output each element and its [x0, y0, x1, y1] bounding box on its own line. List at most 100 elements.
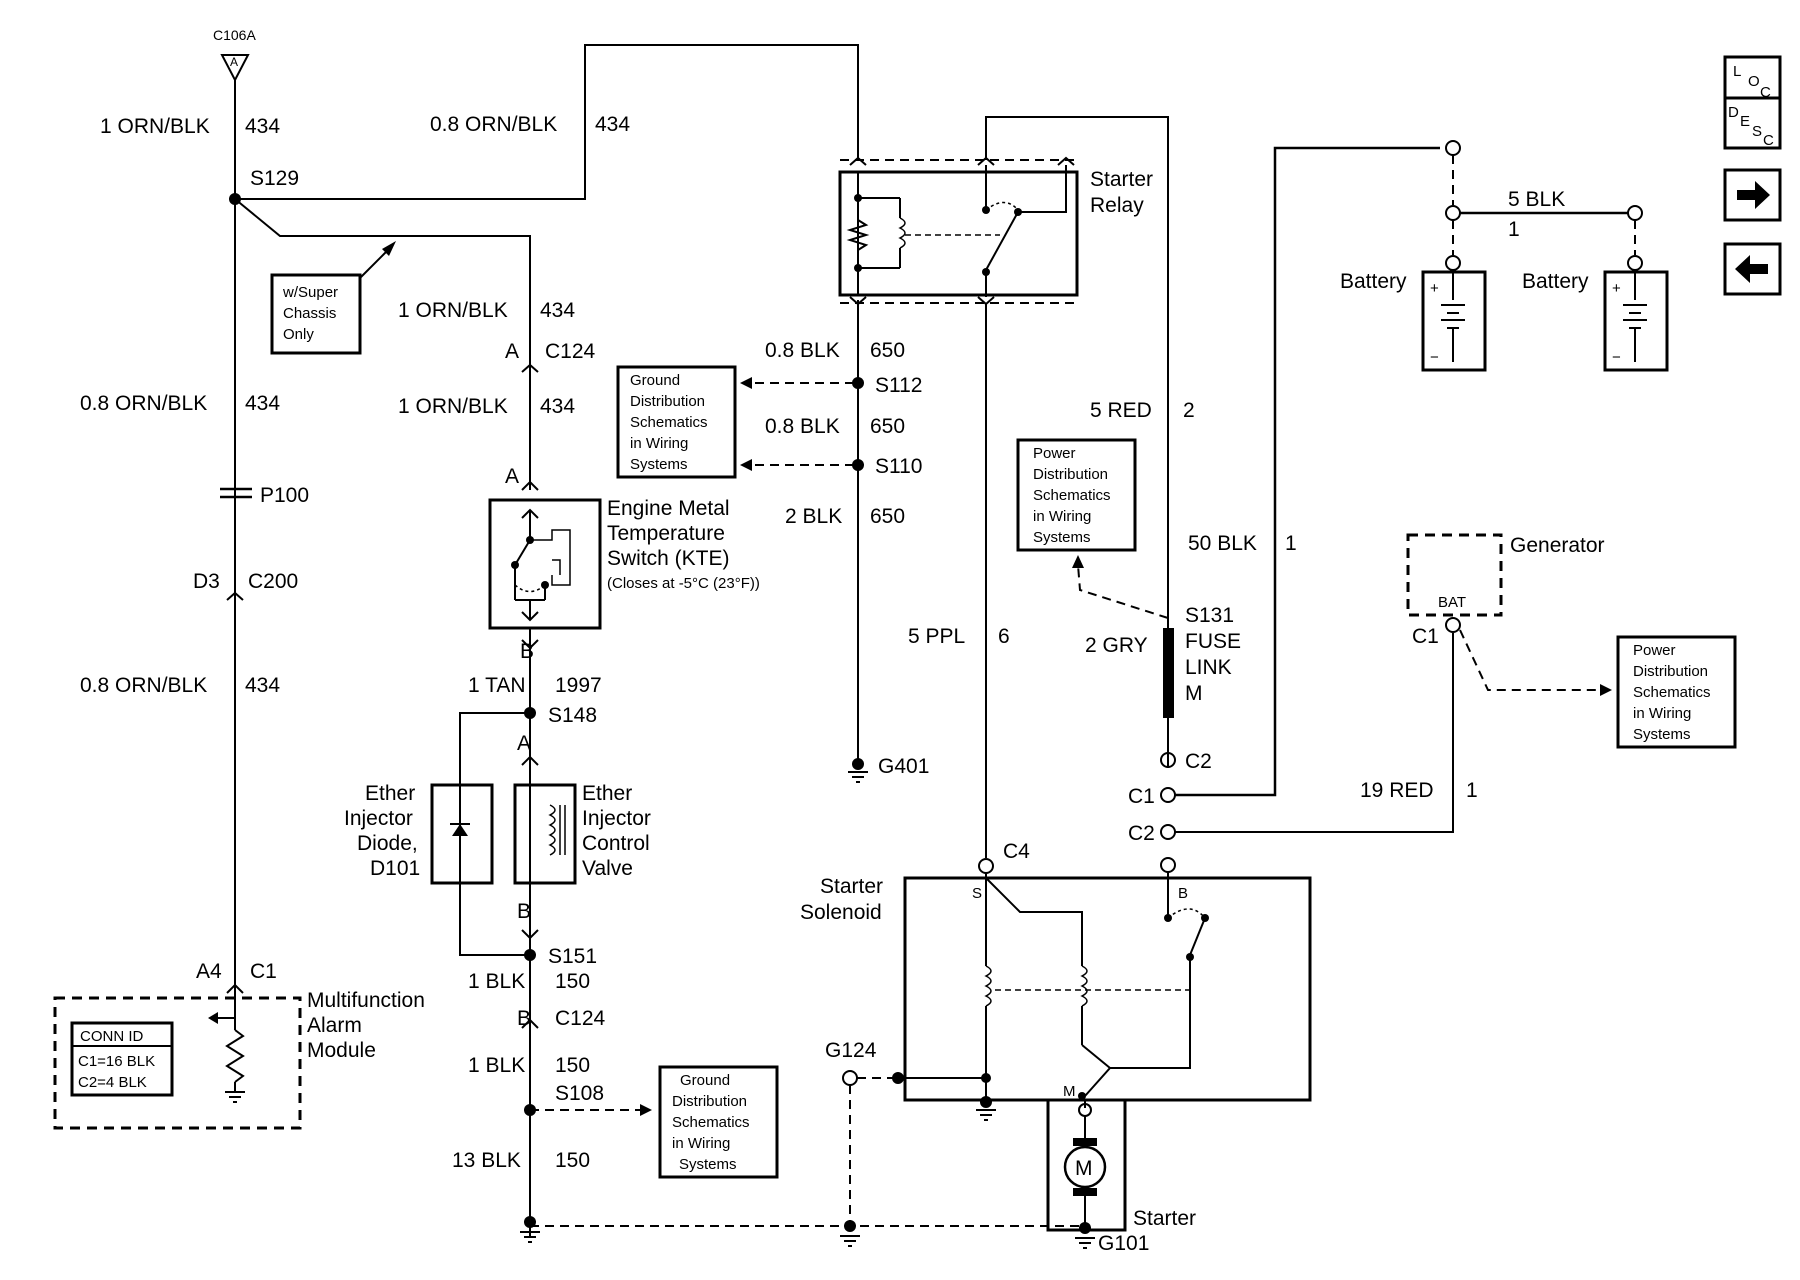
- c1-starter-label: C1: [1128, 785, 1155, 808]
- svg-text:in Wiring: in Wiring: [672, 1135, 730, 1152]
- arrow-icon: [1072, 555, 1084, 568]
- wire-gauge: 0.8 ORN/BLK: [80, 674, 207, 697]
- fuse-link-label: FUSE: [1185, 630, 1241, 653]
- wire-gauge: 5 BLK: [1508, 188, 1565, 211]
- conn-id-line: C1=16 BLK: [78, 1053, 155, 1070]
- connector-symbol: [521, 480, 539, 491]
- previous-page-button[interactable]: [1723, 242, 1782, 296]
- gen-bat-terminal: [1445, 617, 1461, 633]
- gen-c1-label: C1: [1412, 625, 1439, 648]
- s131-label: S131: [1185, 604, 1234, 627]
- c200-label: C200: [248, 570, 298, 593]
- note-line: Chassis: [283, 305, 336, 322]
- c106a-connector: C106A A: [213, 27, 256, 83]
- g401-label: G401: [878, 755, 929, 778]
- generator: BAT: [1406, 533, 1503, 617]
- wire-circuit: 434: [595, 113, 630, 136]
- wire-gauge: 1 BLK: [468, 970, 525, 993]
- svg-text:Ground: Ground: [630, 372, 680, 389]
- resistor-icon: [846, 219, 870, 251]
- battery-right: + −: [1603, 270, 1669, 372]
- wire-gauge: 2 GRY: [1085, 634, 1148, 657]
- c1-label: C1: [250, 960, 277, 983]
- wire-circuit: 2: [1183, 399, 1195, 422]
- svg-text:Distribution: Distribution: [1033, 466, 1108, 483]
- ether-valve-label: Valve: [582, 857, 633, 880]
- a4-label: A4: [196, 960, 222, 983]
- kte-label: Switch (KTE): [607, 547, 730, 570]
- wire-gauge: 1 ORN/BLK: [398, 395, 508, 418]
- c2-starter-label: C2: [1128, 822, 1155, 845]
- s151-splice: [524, 949, 536, 961]
- next-page-button[interactable]: [1723, 168, 1782, 222]
- super-chassis-note: w/Super Chassis Only: [270, 241, 396, 355]
- left-arrow-icon: [1735, 255, 1768, 283]
- svg-text:Power: Power: [1633, 642, 1676, 659]
- svg-text:Schematics: Schematics: [672, 1114, 750, 1131]
- ground-dist-ref-1[interactable]: Ground Distribution Schematics in Wiring…: [616, 365, 737, 479]
- wire-circuit: 650: [870, 339, 905, 362]
- wire-circuit: 650: [870, 505, 905, 528]
- kte-pin-a: A: [505, 340, 519, 363]
- s148-label: S148: [548, 704, 597, 727]
- generator-label: Generator: [1510, 534, 1605, 557]
- arrow-icon: [1600, 684, 1612, 696]
- svg-text:Systems: Systems: [1633, 726, 1691, 743]
- wire-circuit: 434: [245, 674, 280, 697]
- svg-text:Ground: Ground: [680, 1072, 730, 1089]
- c2-terminal: [1160, 752, 1176, 768]
- wire-circuit: 434: [540, 395, 575, 418]
- starter-relay: [838, 156, 1079, 306]
- svg-text:Systems: Systems: [630, 456, 688, 473]
- c2-top-label: C2: [1185, 750, 1212, 773]
- s110-label: S110: [875, 455, 923, 478]
- wire-gauge: 0.8 BLK: [765, 339, 840, 362]
- mam-label: Alarm: [307, 1014, 362, 1037]
- wire-circuit: 150: [555, 1054, 590, 1077]
- wire-gauge: 1 ORN/BLK: [100, 115, 210, 138]
- ether-valve-label: Ether: [582, 782, 632, 805]
- wire-gauge: 5 PPL: [908, 625, 965, 648]
- kte-note: (Closes at -5°C (23°F)): [607, 575, 760, 592]
- wire-gauge: 1 ORN/BLK: [398, 299, 508, 322]
- s112-label: S112: [875, 374, 923, 397]
- wire-circuit: 1: [1508, 218, 1520, 241]
- starter-solenoid-label: Starter: [820, 875, 883, 898]
- ether-diode-label: Ether: [365, 782, 415, 805]
- battery-plus-icon: +: [1430, 280, 1439, 297]
- svg-text:C: C: [1763, 132, 1774, 149]
- c106a-label: C106A: [213, 27, 256, 43]
- right-arrow-icon: [1737, 181, 1770, 209]
- c124-label: C124: [545, 340, 596, 363]
- wire-434-to-relay: [235, 44, 859, 200]
- g124-terminal: [842, 1070, 858, 1086]
- s112-splice: [852, 377, 864, 389]
- power-dist-ref-2[interactable]: Power Distribution Schematics in Wiring …: [1616, 635, 1737, 749]
- mam-label: Multifunction: [307, 989, 425, 1012]
- svg-text:L: L: [1733, 63, 1741, 80]
- battery-label: Battery: [1522, 270, 1589, 293]
- ether-diode-label: Injector: [344, 807, 413, 830]
- motor-m-label: M: [1075, 1157, 1093, 1180]
- coil-icon: [898, 217, 906, 249]
- ether-diode-label: Diode,: [357, 832, 418, 855]
- svg-text:Schematics: Schematics: [630, 414, 708, 431]
- wire-gauge: 1 TAN: [468, 674, 526, 697]
- ground-dist-ref-3[interactable]: Ground Distribution Schematics in Wiring…: [658, 1065, 779, 1179]
- svg-text:S: S: [1752, 123, 1762, 140]
- kte-label: Temperature: [607, 522, 725, 545]
- coil-icon: [984, 965, 992, 1007]
- sol-s-label: S: [972, 885, 982, 902]
- note-line: w/Super: [282, 284, 338, 301]
- wire-circuit: 434: [245, 115, 280, 138]
- wire-gauge: 50 BLK: [1188, 532, 1257, 555]
- power-dist-ref-1[interactable]: Power Distribution Schematics in Wiring …: [1016, 438, 1137, 552]
- svg-text:E: E: [1740, 113, 1750, 130]
- description-button[interactable]: D E S C: [1723, 96, 1782, 150]
- diode-icon: [452, 824, 468, 836]
- fuse-link-icon: [1163, 628, 1174, 718]
- c1-connector-symbol: [226, 983, 244, 994]
- starter-motor: M: [1046, 1098, 1127, 1249]
- starter-relay-label: Relay: [1090, 194, 1144, 217]
